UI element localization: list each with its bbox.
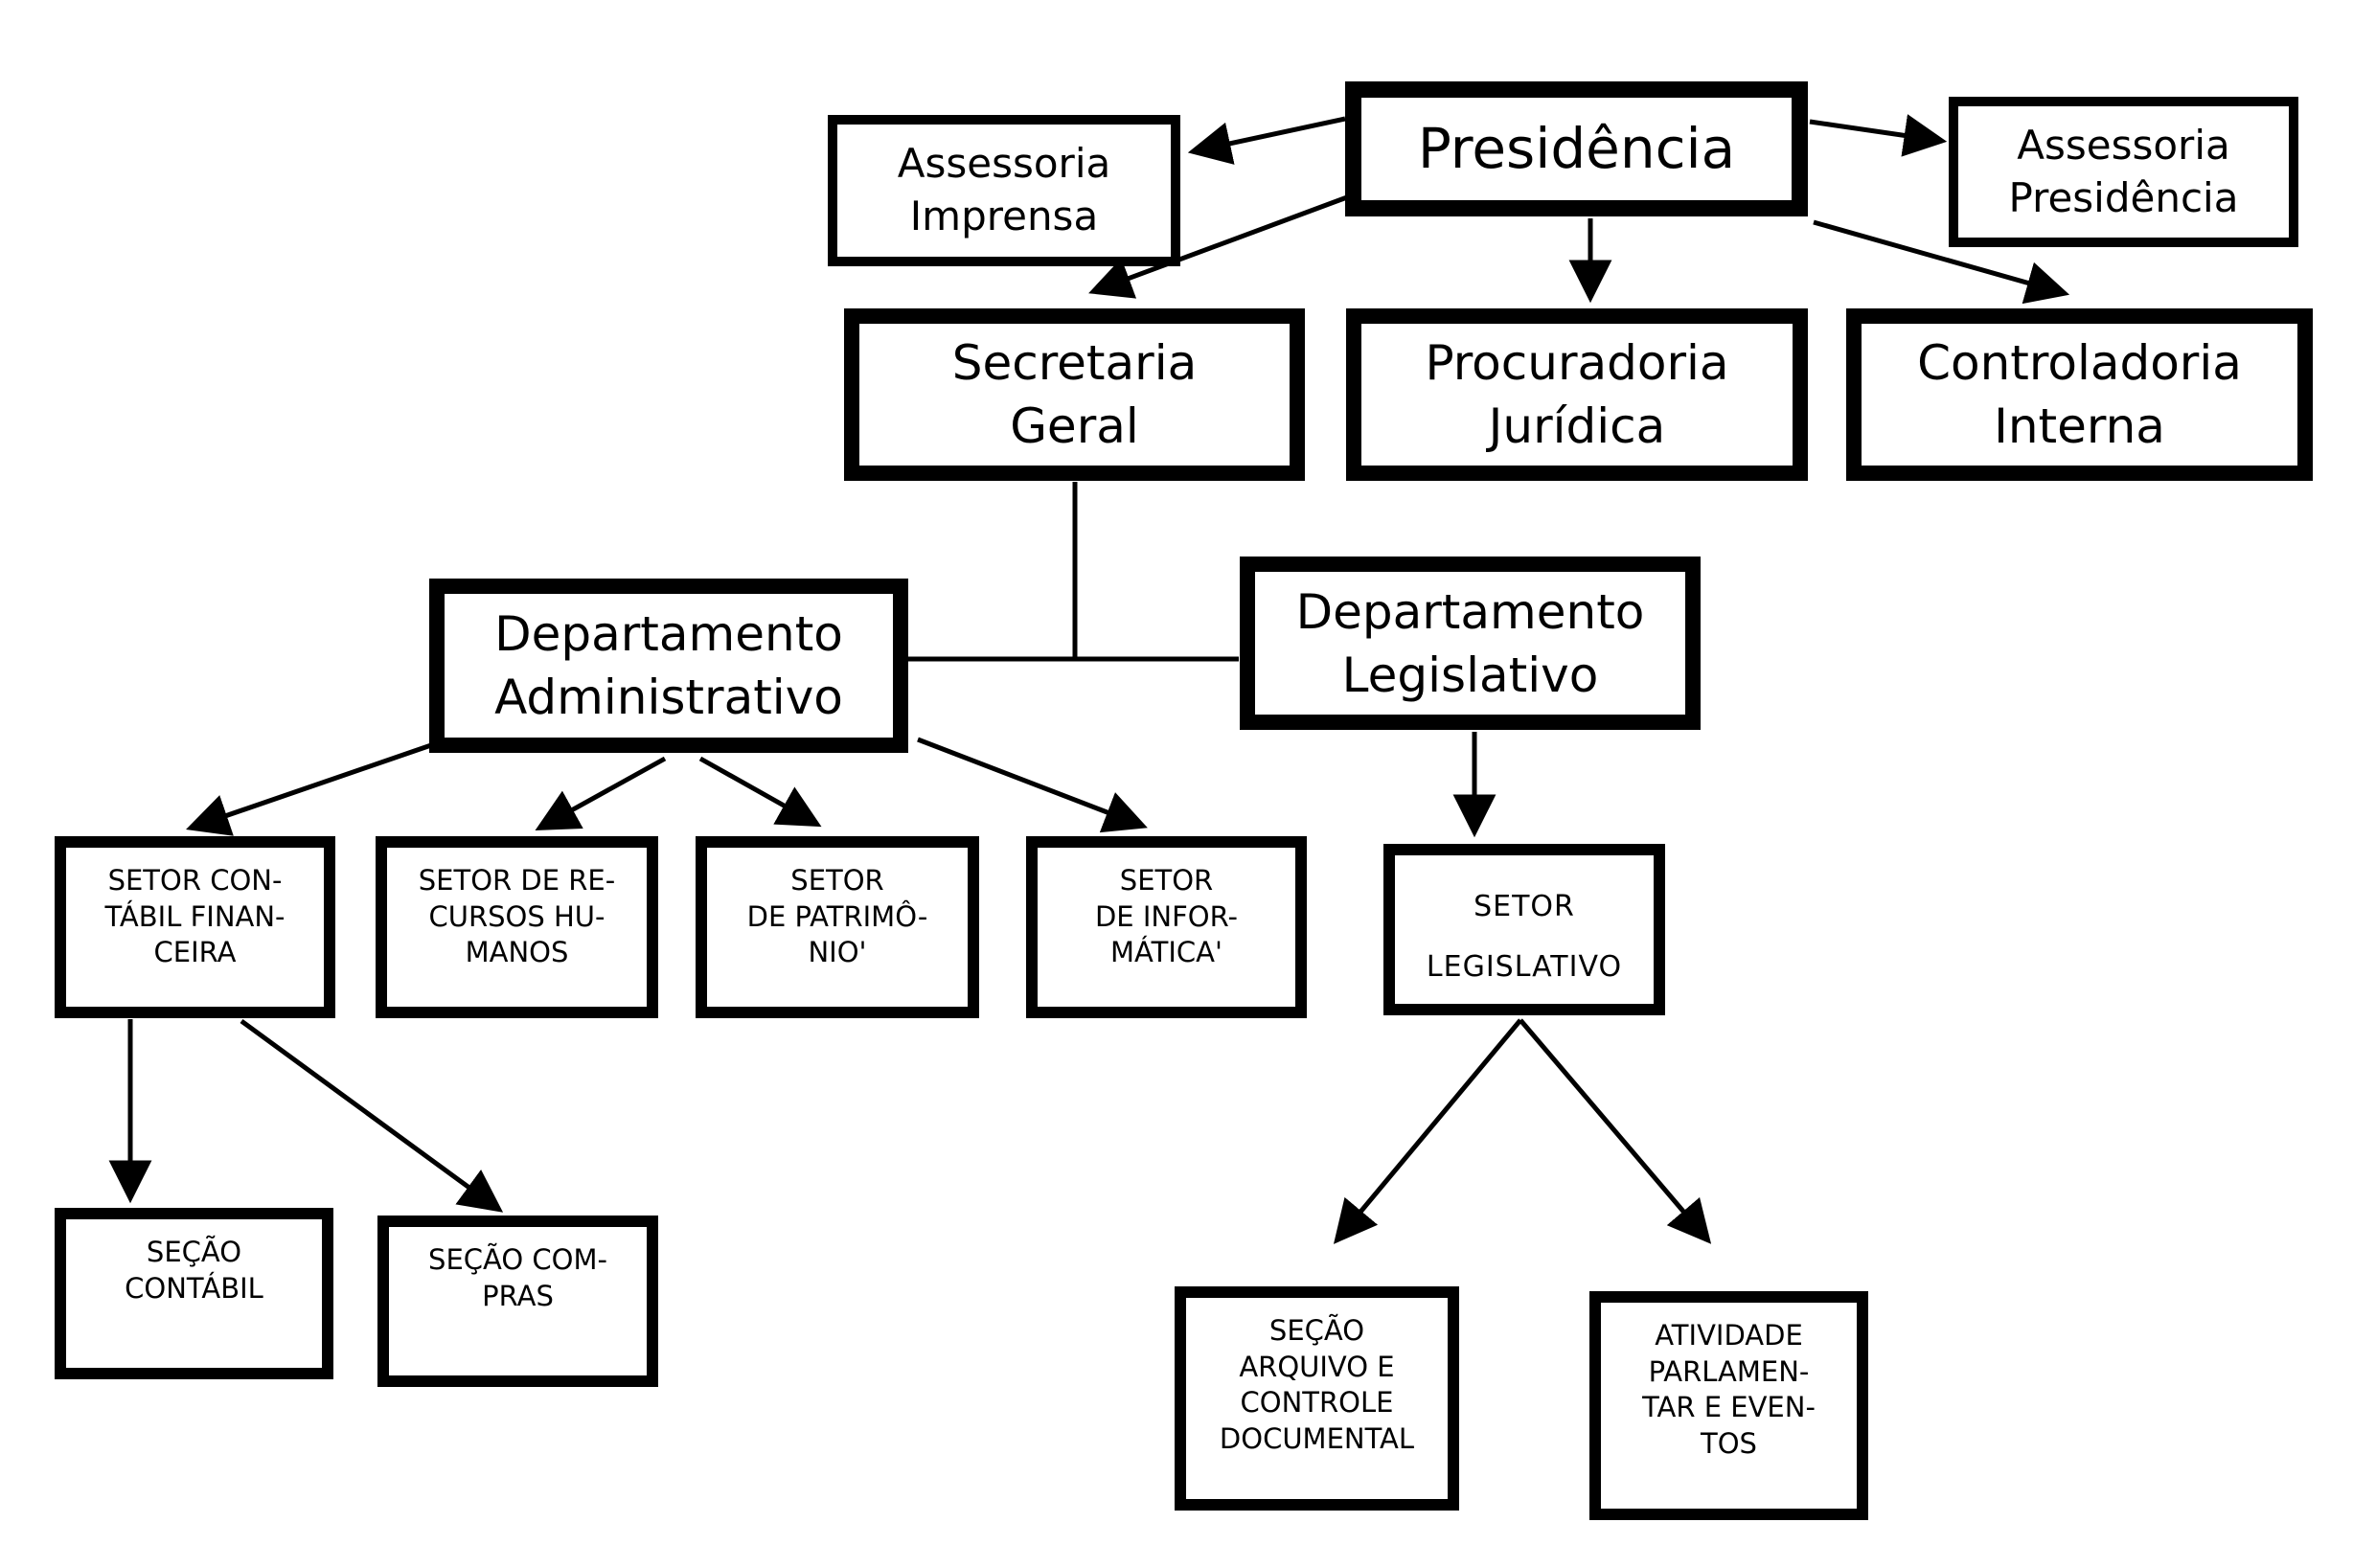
node-departamento-administrativo: Departamento Administrativo	[429, 579, 908, 753]
edge-presidencia-assessoria-imprensa	[1187, 116, 1346, 165]
node-secao-contabil-label: SEÇÃO CONTÁBIL	[125, 1236, 263, 1305]
node-presidencia: Presidência	[1345, 81, 1808, 216]
edge-depadm-setor-informatica	[917, 737, 1148, 833]
node-secao-arquivo-controle-documental: SEÇÃO ARQUIVO E CONTROLE DOCUMENTAL	[1175, 1286, 1459, 1511]
edge-depadm-setor-recursos-humanos	[535, 756, 667, 831]
node-controladoria-interna: Controladoria Interna	[1846, 308, 2313, 481]
node-setor-legislativo: SETOR LEGISLATIVO	[1383, 844, 1665, 1015]
edge-setorleg-secao-arquivo	[1333, 1018, 1522, 1244]
node-setor-patrimonio-label: SETOR DE PATRIMÔ- NIO'	[746, 864, 928, 969]
node-secretaria-geral-label: Secretaria Geral	[951, 335, 1198, 454]
node-departamento-legislativo-label: Departamento Legislativo	[1295, 583, 1645, 703]
node-departamento-administrativo-label: Departamento Administrativo	[494, 606, 843, 725]
node-setor-recursos-humanos: SETOR DE RE- CURSOS HU- MANOS	[376, 836, 658, 1018]
node-atividade-parlamentar-eventos: ATIVIDADE PARLAMEN- TAR E EVEN- TOS	[1589, 1291, 1868, 1520]
node-controladoria-interna-label: Controladoria Interna	[1917, 335, 2242, 454]
node-presidencia-label: Presidência	[1417, 116, 1736, 182]
node-setor-informatica-label: SETOR DE INFOR- MÁTICA'	[1094, 864, 1239, 969]
node-assessoria-imprensa: Assessoria Imprensa	[828, 115, 1180, 266]
edge-setorcontabil-secao-compras	[240, 1018, 504, 1213]
edge-depadm-setor-patrimonio	[698, 756, 822, 828]
node-setor-patrimonio: SETOR DE PATRIMÔ- NIO'	[696, 836, 979, 1018]
node-departamento-legislativo: Departamento Legislativo	[1240, 557, 1701, 730]
node-setor-contabil-financeira: SETOR CON- TÁBIL FINAN- CEIRA	[55, 836, 335, 1018]
node-assessoria-presidencia-label: Assessoria Presidência	[2008, 121, 2239, 221]
node-setor-legislativo-label: SETOR LEGISLATIVO	[1426, 890, 1623, 984]
node-secao-compras-label: SEÇÃO COM- PRAS	[428, 1243, 607, 1312]
node-setor-contabil-financeira-label: SETOR CON- TÁBIL FINAN- CEIRA	[104, 864, 286, 969]
edge-presidencia-secretaria-geral	[1088, 194, 1348, 299]
edge-presidencia-controladoria-interna	[1813, 219, 2070, 305]
node-setor-recursos-humanos-label: SETOR DE RE- CURSOS HU- MANOS	[418, 864, 616, 969]
node-atividade-parlamentar-eventos-label: ATIVIDADE PARLAMEN- TAR E EVEN- TOS	[1642, 1319, 1816, 1461]
node-procuradoria-juridica-label: Procuradoria Jurídica	[1425, 335, 1729, 454]
node-procuradoria-juridica: Procuradoria Jurídica	[1346, 308, 1808, 481]
node-secretaria-geral: Secretaria Geral	[844, 308, 1305, 481]
edge-presidencia-assessoria-presidencia	[1809, 114, 1948, 157]
node-setor-informatica: SETOR DE INFOR- MÁTICA'	[1026, 836, 1307, 1018]
node-secao-arquivo-controle-documental-label: SEÇÃO ARQUIVO E CONTROLE DOCUMENTAL	[1219, 1314, 1415, 1456]
edge-depadm-setor-contabil-financeira	[186, 742, 432, 836]
node-secao-contabil: SEÇÃO CONTÁBIL	[55, 1208, 333, 1379]
edge-setorleg-atividade-parlamentar	[1519, 1018, 1712, 1244]
node-secao-compras: SEÇÃO COM- PRAS	[377, 1216, 658, 1387]
node-assessoria-presidencia: Assessoria Presidência	[1949, 97, 2298, 247]
node-assessoria-imprensa-label: Assessoria Imprensa	[897, 140, 1111, 239]
